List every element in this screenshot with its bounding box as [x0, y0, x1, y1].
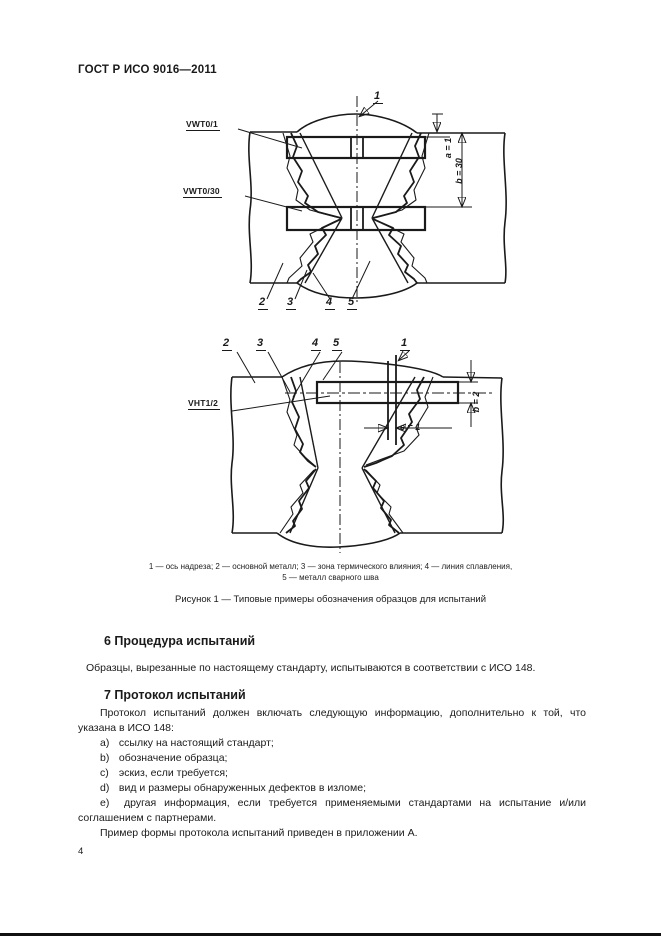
- section-7-intro: Протокол испытаний должен включать следу…: [78, 707, 586, 734]
- list-text: вид и размеры обнаруженных дефектов в из…: [118, 782, 366, 794]
- figure1-diagram-bottom: [230, 335, 505, 553]
- list-text: эскиз, если требуется;: [118, 767, 228, 779]
- figure-caption: Рисунок 1 — Типовые примеры обозначения …: [174, 594, 487, 605]
- figure1-diagram-top: [237, 96, 507, 302]
- list-marker: c): [100, 767, 109, 779]
- list-marker: e): [100, 797, 110, 809]
- callout-4: 4: [311, 338, 322, 351]
- section-6-heading: 6 Процедура испытаний: [104, 634, 256, 648]
- callout-3: 3: [286, 297, 297, 310]
- leader-lines: [231, 351, 410, 412]
- list-item-a: a) ссылку на настоящий стандарт;: [78, 736, 586, 751]
- page-number: 4: [78, 846, 84, 857]
- list-item-c: c) эскиз, если требуется;: [78, 766, 586, 781]
- weld-cap-bottom: [296, 282, 418, 299]
- callout-1: 1: [400, 338, 411, 351]
- weld-cap-top: [296, 113, 418, 134]
- callout-5: 5: [347, 297, 358, 310]
- dimension-a1: a = 1: [443, 137, 453, 159]
- list-item-e: e) другая информация, если требуется при…: [78, 796, 586, 826]
- legend-line-1: 1 — ось надреза; 2 — основной металл; 3 …: [148, 562, 513, 571]
- notch-axis-lines: [350, 137, 364, 230]
- leader-lines: [237, 100, 379, 300]
- dimension-lines: [364, 360, 478, 428]
- figure-legend: 1 — ось надреза; 2 — основной металл; 3 …: [0, 561, 661, 583]
- haz-outer-lines: [282, 132, 430, 284]
- dimension-b2: b = 2: [471, 391, 481, 413]
- page-header: ГОСТ Р ИСО 9016—2011: [78, 64, 217, 76]
- callout-3: 3: [256, 338, 267, 351]
- callout-2: 2: [258, 297, 269, 310]
- plate-outline: [230, 360, 505, 548]
- list-marker: d): [100, 782, 110, 794]
- specimen-label-vwt0-1: VWT0/1: [186, 119, 220, 131]
- section-6-paragraph: Образцы, вырезанные по настоящему станда…: [86, 662, 536, 674]
- dimension-b30: b = 30: [454, 158, 464, 184]
- callout-4: 4: [325, 297, 336, 310]
- specimen-label-vht1-2: VHT1/2: [188, 398, 221, 410]
- fusion-wavy-lines: [285, 376, 425, 534]
- dimension-lines: [425, 113, 472, 207]
- callout-2: 2: [222, 338, 233, 351]
- plate-outline: [248, 113, 507, 299]
- weld-cap-top: [281, 360, 444, 378]
- list-text: ссылку на настоящий стандарт;: [118, 737, 274, 749]
- section-7-body: Протокол испытаний должен включать следу…: [78, 706, 586, 841]
- section-7-closing: Пример формы протокола испытаний приведе…: [100, 827, 418, 839]
- callout-1: 1: [373, 91, 384, 104]
- dimension-e1: e = 1: [400, 422, 421, 432]
- list-item-d: d) вид и размеры обнаруженных дефектов в…: [78, 781, 586, 796]
- list-text: другая информация, если требуется примен…: [78, 797, 586, 824]
- weld-cap-bottom: [276, 532, 401, 548]
- specimen-label-vwt0-30: VWT0/30: [183, 186, 222, 198]
- notch-axis-lines: [387, 355, 397, 445]
- specimen-rectangles: [285, 135, 427, 232]
- weld-groove-lines: [299, 132, 413, 284]
- list-text: обозначение образца;: [118, 752, 228, 764]
- list-item-b: b) обозначение образца;: [78, 751, 586, 766]
- list-marker: a): [100, 737, 110, 749]
- legend-line-2: 5 — металл сварного шва: [282, 573, 379, 582]
- haz-outer-lines: [279, 376, 434, 534]
- list-marker: b): [100, 752, 110, 764]
- section-7-heading: 7 Протокол испытаний: [104, 688, 246, 702]
- callout-5: 5: [332, 338, 343, 351]
